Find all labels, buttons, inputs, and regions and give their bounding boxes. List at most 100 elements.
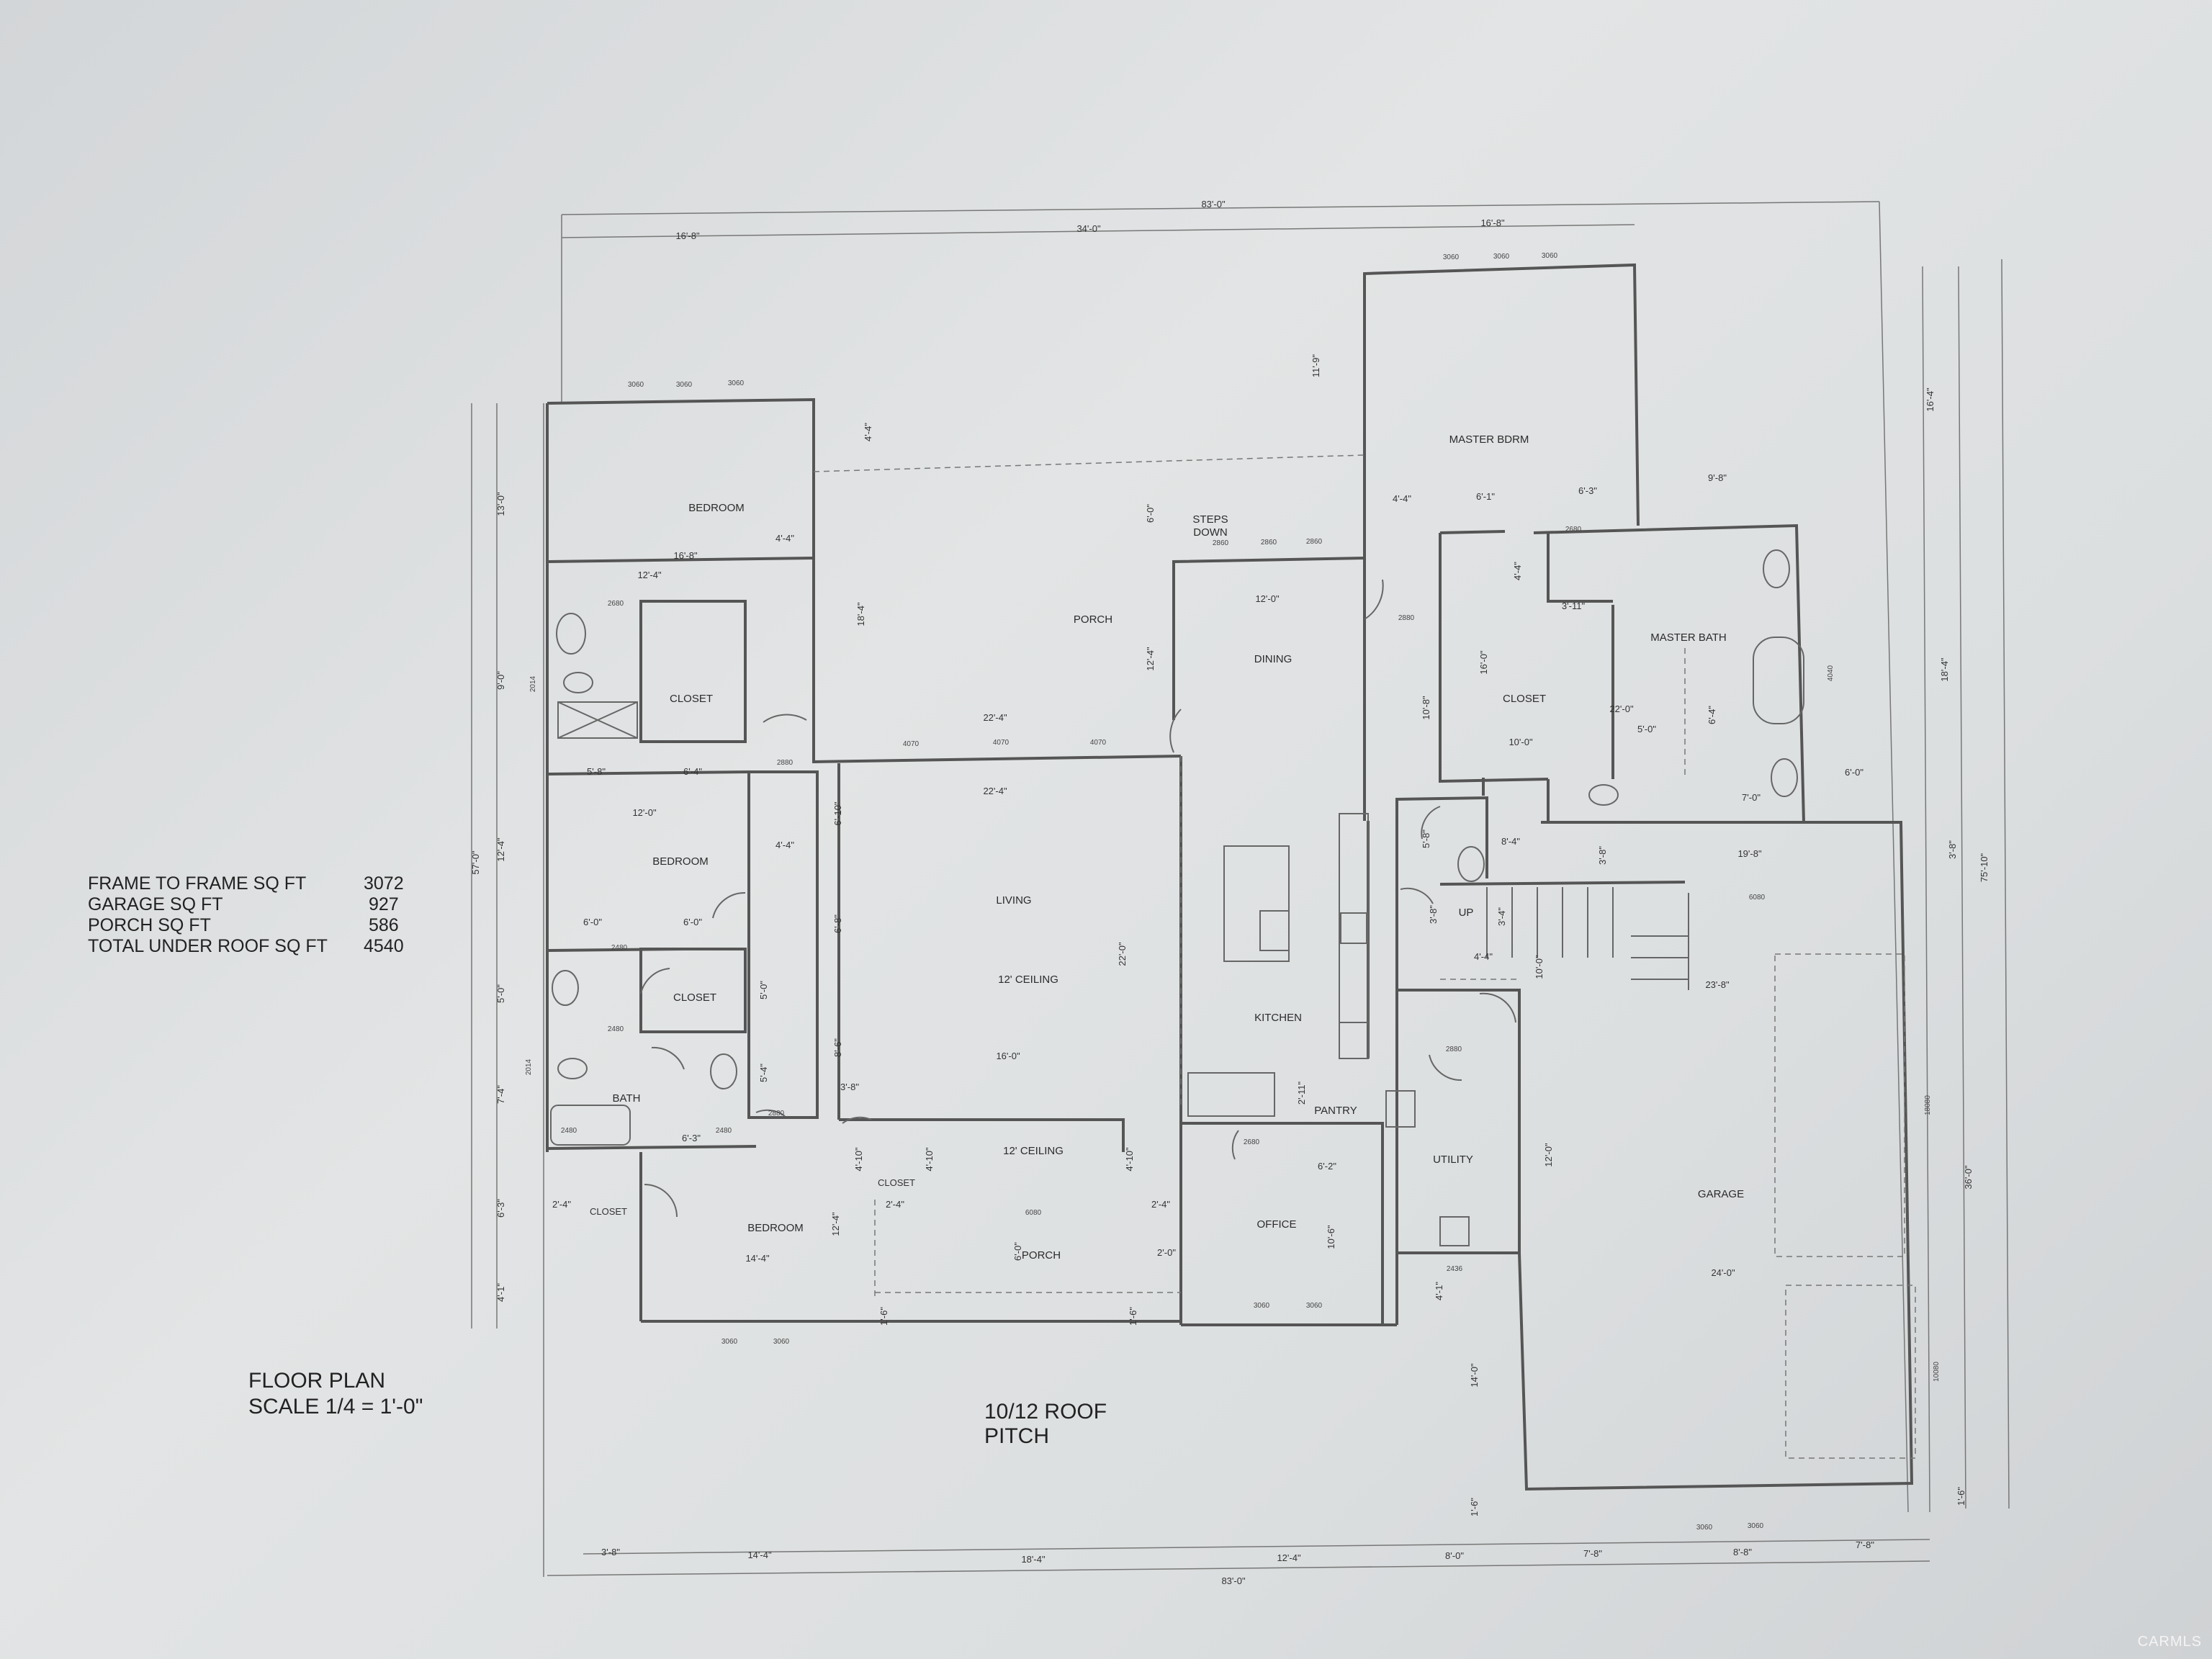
plan-title: FLOOR PLAN — [248, 1369, 385, 1393]
room-label-kitchen: KITCHEN — [1254, 1012, 1302, 1024]
svg-text:2880: 2880 — [1446, 1046, 1462, 1053]
svg-text:4'-4": 4'-4" — [775, 533, 794, 544]
svg-text:1'-6": 1'-6" — [1469, 1498, 1480, 1516]
stat-value: 927 — [369, 894, 399, 914]
svg-text:6'-0": 6'-0" — [1845, 767, 1863, 778]
svg-text:2014: 2014 — [525, 1058, 533, 1075]
svg-text:2860: 2860 — [1306, 538, 1323, 546]
svg-text:16'-8": 16'-8" — [673, 550, 698, 561]
room-label-utility: UTILITY — [1433, 1154, 1473, 1166]
svg-text:23'-8": 23'-8" — [1705, 979, 1730, 990]
svg-text:2480: 2480 — [716, 1127, 732, 1135]
svg-text:6080: 6080 — [1025, 1209, 1042, 1217]
svg-text:6'-3": 6'-3" — [682, 1133, 701, 1143]
svg-text:18'-4": 18'-4" — [855, 602, 866, 626]
svg-text:4'-4": 4'-4" — [863, 423, 873, 441]
sink-fixture — [710, 1053, 737, 1089]
svg-text:1'-6": 1'-6" — [1128, 1307, 1138, 1326]
svg-text:2880: 2880 — [768, 1110, 785, 1118]
svg-text:2'-4": 2'-4" — [1151, 1199, 1170, 1210]
svg-text:2680: 2680 — [608, 600, 624, 608]
svg-text:3060: 3060 — [1696, 1524, 1713, 1532]
svg-text:14'-0": 14'-0" — [1469, 1363, 1480, 1388]
roof-pitch-line2: PITCH — [984, 1424, 1049, 1448]
room-labels: BEDROOM CLOSET BEDROOM CLOSET BATH CLOSE… — [590, 433, 1744, 1262]
svg-text:3'-8": 3'-8" — [1428, 905, 1439, 924]
svg-text:3'-8": 3'-8" — [601, 1547, 620, 1557]
dim-top-2: 34'-0" — [1076, 223, 1101, 234]
svg-text:12'-4": 12'-4" — [830, 1212, 841, 1236]
room-label-office: OFFICE — [1257, 1218, 1297, 1231]
shower-fixture — [557, 701, 638, 739]
svg-text:5'-8": 5'-8" — [587, 766, 606, 777]
svg-text:2014: 2014 — [529, 675, 537, 692]
svg-text:4'-4": 4'-4" — [1393, 493, 1411, 504]
stat-label: FRAME TO FRAME SQ FT — [88, 873, 306, 894]
svg-text:4'-10": 4'-10" — [853, 1147, 864, 1172]
svg-text:13'-0": 13'-0" — [495, 492, 506, 516]
sink-fixture — [1457, 846, 1485, 882]
svg-text:4'-10": 4'-10" — [1124, 1147, 1135, 1172]
dim-top-total: 83'-0" — [1201, 199, 1226, 210]
svg-text:10'-0": 10'-0" — [1509, 737, 1533, 747]
svg-text:2'-0": 2'-0" — [1157, 1247, 1176, 1258]
svg-text:4'-4": 4'-4" — [1512, 562, 1523, 580]
title-block: FLOOR PLAN SCALE 1/4 = 1'-0" 10/12 ROOF … — [248, 1369, 1107, 1448]
plan-scale: SCALE 1/4 = 1'-0" — [248, 1395, 423, 1419]
svg-text:6'-0": 6'-0" — [583, 917, 602, 927]
svg-text:3'-4": 3'-4" — [1496, 907, 1507, 926]
svg-text:3060: 3060 — [1542, 252, 1558, 260]
dim-left-total: 57'-0" — [470, 850, 481, 875]
fixtures — [550, 549, 1804, 1246]
svg-text:22'-0": 22'-0" — [1117, 942, 1128, 966]
room-label-closet-small: CLOSET — [878, 1177, 915, 1188]
svg-text:2680: 2680 — [1244, 1138, 1260, 1146]
bathtub-fixture — [550, 1105, 631, 1146]
room-label-bedroom-nw: BEDROOM — [688, 502, 745, 514]
square-footage-table: FRAME TO FRAME SQ FT 3072 GARAGE SQ FT 9… — [88, 873, 404, 956]
svg-text:10'-6": 10'-6" — [1326, 1225, 1336, 1249]
svg-text:2'-11": 2'-11" — [1296, 1082, 1307, 1105]
svg-text:4070: 4070 — [993, 739, 1010, 747]
room-label-closet-master: CLOSET — [1503, 693, 1546, 705]
svg-text:2'-4": 2'-4" — [886, 1199, 904, 1210]
svg-text:3060: 3060 — [728, 379, 745, 387]
svg-text:12'-4": 12'-4" — [637, 570, 662, 580]
svg-text:4070: 4070 — [903, 740, 920, 748]
dim-top-1: 16'-8" — [675, 230, 700, 241]
svg-text:2480: 2480 — [611, 944, 628, 952]
svg-text:2860: 2860 — [1213, 539, 1229, 547]
toilet-fixture — [563, 672, 593, 693]
room-label-pantry: PANTRY — [1314, 1105, 1357, 1117]
sink-fixture — [552, 970, 579, 1006]
sink-fixture — [1763, 549, 1790, 588]
svg-text:4070: 4070 — [1090, 739, 1107, 747]
sink-fixture — [556, 613, 586, 655]
dimension-text: 83'-0" 16'-8" 34'-0" 16'-8" 83'-0" 3'-8"… — [470, 199, 1990, 1586]
svg-text:18'-4": 18'-4" — [1021, 1554, 1046, 1565]
svg-text:16'-0": 16'-0" — [1478, 650, 1489, 675]
svg-text:22'-4": 22'-4" — [983, 786, 1007, 796]
svg-text:6'-1": 6'-1" — [1476, 491, 1495, 502]
svg-text:2480: 2480 — [608, 1025, 624, 1033]
svg-text:6'-2": 6'-2" — [1318, 1161, 1336, 1172]
svg-text:22'-0": 22'-0" — [1609, 703, 1634, 714]
svg-text:14'-4": 14'-4" — [747, 1550, 772, 1560]
svg-text:3'-8": 3'-8" — [1947, 840, 1958, 859]
svg-text:7'-0": 7'-0" — [1742, 792, 1761, 803]
svg-text:4'-10": 4'-10" — [924, 1147, 935, 1172]
room-label-living: LIVING — [996, 894, 1031, 907]
svg-text:6'-3": 6'-3" — [495, 1199, 506, 1218]
svg-text:12'-0": 12'-0" — [632, 807, 657, 818]
room-label-living-ceiling: 12' CEILING — [998, 974, 1058, 986]
svg-text:8'-4": 8'-4" — [1501, 836, 1520, 847]
sink-fixture — [1771, 758, 1798, 797]
svg-text:12'-4": 12'-4" — [1277, 1552, 1301, 1563]
svg-text:7'-8": 7'-8" — [1856, 1539, 1874, 1550]
svg-text:24'-0": 24'-0" — [1711, 1267, 1735, 1278]
room-label-closet-nw: CLOSET — [670, 693, 713, 705]
svg-text:10080: 10080 — [1933, 1362, 1941, 1382]
stat-label: GARAGE SQ FT — [88, 894, 223, 914]
svg-text:6'-8": 6'-8" — [832, 914, 843, 933]
